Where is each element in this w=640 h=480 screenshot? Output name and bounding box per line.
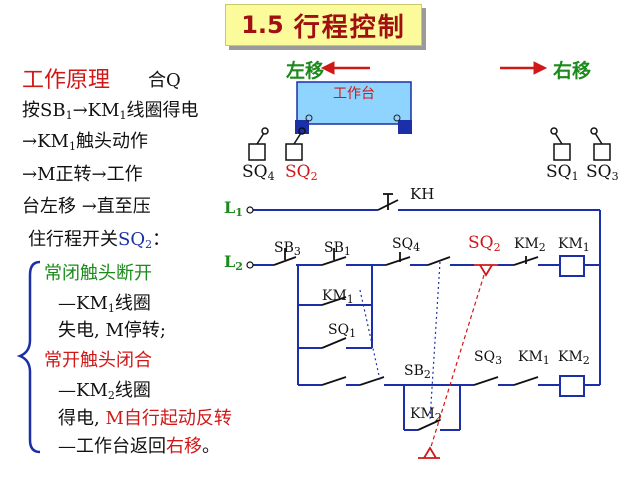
km1-bottom-label: KM1 <box>518 349 550 367</box>
l1-label: L1 <box>224 198 243 219</box>
nc-heading: 常闭触头断开 <box>44 263 152 284</box>
sq3-contact <box>473 376 499 386</box>
principle-heading: 工作原理 <box>22 68 111 93</box>
sq4-switch-icon <box>248 127 269 161</box>
km1-hold-label: KM1 <box>322 288 354 306</box>
sq3-switch-icon <box>590 127 611 161</box>
sq2-switch-icon <box>285 127 306 161</box>
sq1-switch-icon <box>550 127 571 161</box>
no-heading: 常开触头闭合 <box>44 350 152 371</box>
label-sq4: SQ4 <box>242 162 275 183</box>
left-move-label: 左移 <box>286 60 325 82</box>
title-box: 1.5 行程控制 <box>225 4 422 46</box>
principle-line-3: →M正转→工作 <box>22 164 143 185</box>
km1-contact-bottom <box>513 376 539 386</box>
worktable-label: 工作台 <box>333 86 375 102</box>
nc-line-1: —KM1线圈 <box>58 293 151 315</box>
sb1-label: SB1 <box>324 240 351 258</box>
sq1-circuit-label: SQ1 <box>328 322 357 340</box>
principle-line-4: 台左移 →直至压 <box>22 196 151 217</box>
sb2-label: SB2 <box>404 363 431 381</box>
title-number: 1.5 <box>241 11 284 39</box>
table-left-cam <box>295 120 309 134</box>
table-right-cam <box>398 120 412 134</box>
circuit-wires <box>250 209 601 431</box>
km2-coil-label: KM2 <box>558 349 590 367</box>
label-sq2: SQ2 <box>285 162 318 183</box>
km2-coil <box>559 375 585 397</box>
kh-contact <box>377 193 399 211</box>
no-line-1: —KM2线圈 <box>58 380 151 402</box>
sq2-contact <box>474 264 498 277</box>
sq4-circuit-label: SQ4 <box>392 236 421 254</box>
sq2-nc-contact <box>427 256 451 266</box>
sq3-circuit-label: SQ3 <box>474 349 503 367</box>
label-sq1: SQ1 <box>546 162 579 183</box>
close-q-text: 合Q <box>148 70 181 91</box>
km2-contact-top <box>513 256 539 266</box>
sb2-contact <box>321 376 385 386</box>
sb3-label: SB3 <box>274 240 301 258</box>
nc-line-2: 失电, M停转; <box>58 320 166 341</box>
km2-hold-contact <box>417 419 441 431</box>
left-brace <box>16 260 41 454</box>
label-sq3: SQ3 <box>586 162 619 183</box>
kh-label: KH <box>410 185 435 203</box>
sq2-circuit-label: SQ2 <box>468 233 501 254</box>
sq1-contact <box>321 337 347 349</box>
sb3-contact <box>273 248 297 266</box>
worktable <box>296 81 412 125</box>
km1-coil-label: KM1 <box>558 236 590 254</box>
principle-line-2: →KM1触头动作 <box>22 131 148 153</box>
sq4-contact <box>385 252 411 266</box>
right-arrow <box>500 61 548 75</box>
right-move-label: 右移 <box>553 60 592 82</box>
left-arrow <box>320 61 370 75</box>
no-line-2: 得电, M自行起动反转 <box>58 408 232 429</box>
sq2-no-contact <box>418 446 440 459</box>
no-line-3: —工作台返回右移。 <box>58 436 220 457</box>
l2-label: L2 <box>224 252 243 273</box>
principle-line-5: 住行程开关SQ2： <box>28 229 171 251</box>
title-text: 行程控制 <box>293 12 406 43</box>
sb1-contact <box>321 248 347 266</box>
km2-top-label: KM2 <box>514 236 546 254</box>
km2-hold-label: KM2 <box>410 406 442 424</box>
km1-hold-contact <box>321 296 347 306</box>
km1-coil <box>559 255 585 277</box>
principle-line-1: 按SB1→KM1线圈得电 <box>22 100 199 122</box>
